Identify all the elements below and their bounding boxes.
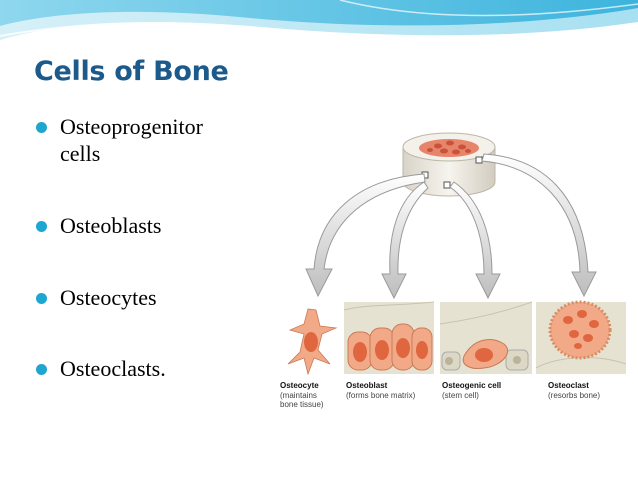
osteogenic-cell-illustration xyxy=(439,301,533,374)
caption-title: Osteogenic cell xyxy=(442,381,502,390)
bullet-osteoprogenitor: Osteoprogenitor cells xyxy=(34,113,203,167)
caption-title: Osteocyte xyxy=(280,381,319,390)
bone-cross-section xyxy=(402,132,496,197)
bullet-text: Osteoprogenitor xyxy=(60,114,203,139)
caption-desc: (resorbs bone) xyxy=(548,390,601,400)
bone-cells-illustration xyxy=(280,132,627,376)
arrows xyxy=(305,153,597,300)
bullet-osteocytes: Osteocytes xyxy=(34,284,203,311)
bullet-text: Osteoblasts xyxy=(60,213,162,238)
slide-title: Cells of Bone xyxy=(34,56,229,87)
caption-desc: bone tissue) xyxy=(280,400,324,409)
bullet-text: Osteocytes xyxy=(60,285,157,310)
caption-osteoclast: Osteoclast (resorbs bone) xyxy=(548,381,600,400)
bullet-osteoblasts: Osteoblasts xyxy=(34,212,203,239)
caption-title: Osteoclast xyxy=(548,381,589,390)
caption-desc: (maintains xyxy=(280,390,317,400)
caption-osteocyte: Osteocyte (maintains bone tissue) xyxy=(280,381,324,410)
bullet-list: Osteoprogenitor cells Osteoblasts Osteoc… xyxy=(34,113,203,382)
header-swoosh-decoration xyxy=(0,0,638,40)
bone-cells-figure: Osteocyte (maintains bone tissue) Osteob… xyxy=(278,124,628,424)
caption-desc: (stem cell) xyxy=(442,390,479,400)
bullet-text: Osteoclasts. xyxy=(60,356,166,381)
caption-title: Osteoblast xyxy=(346,381,388,390)
bullet-text-continued: cells xyxy=(60,141,101,166)
bullet-osteoclasts: Osteoclasts. xyxy=(34,355,203,382)
caption-desc: (forms bone matrix) xyxy=(346,390,416,400)
caption-osteoblast: Osteoblast (forms bone matrix) xyxy=(346,381,415,400)
osteoclast-illustration xyxy=(535,300,627,374)
osteocyte-illustration xyxy=(280,302,342,376)
osteoblast-illustration xyxy=(343,301,435,374)
caption-osteogenic-cell: Osteogenic cell (stem cell) xyxy=(442,381,501,400)
